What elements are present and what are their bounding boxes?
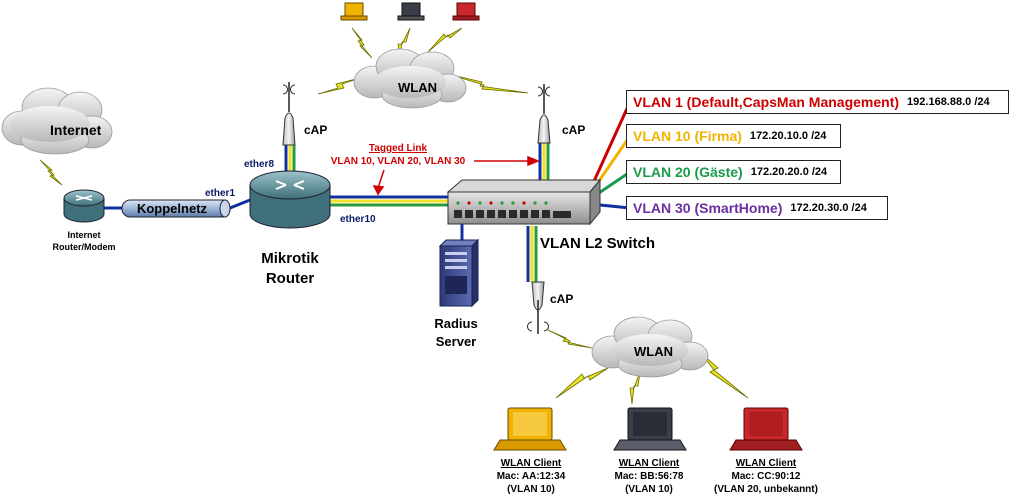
radius-server-icon	[438, 238, 480, 308]
modem-icon	[63, 189, 105, 223]
port-ether1-label: ether1	[205, 188, 235, 199]
cap-right-label: cAP	[562, 123, 585, 137]
client-2-title: WLAN Client	[619, 458, 680, 469]
cap-right-icon	[537, 84, 551, 144]
modem-label-line1: Internet	[67, 230, 100, 240]
switch-label: VLAN L2 Switch	[540, 235, 655, 252]
client-2-mac: Mac: BB:56:78	[615, 471, 684, 482]
vlan-10-box: VLAN 10 (Firma) 172.20.10.0 /24	[626, 124, 841, 148]
client-laptop-red-icon	[729, 407, 803, 451]
lightning-laptop1-wlan	[351, 27, 373, 59]
vlan-1-box: VLAN 1 (Default,CapsMan Management) 192.…	[626, 90, 1009, 114]
vlan-10-network: 172.20.10.0 /24	[749, 130, 827, 142]
router-icon	[249, 170, 331, 229]
cable-vlan1	[588, 101, 632, 191]
router-label-line2: Router	[266, 270, 314, 287]
wlan-cloud-bottom-icon	[591, 316, 709, 378]
vlan-1-network: 192.168.88.0 /24	[907, 96, 990, 108]
client-1-title: WLAN Client	[501, 458, 562, 469]
wlan-cloud-top-icon	[353, 48, 467, 109]
wlan-top-label: WLAN	[398, 80, 437, 95]
router-label-line1: Mikrotik	[261, 250, 319, 267]
client-2-vlan: (VLAN 10)	[625, 484, 673, 495]
lightning-wlan-cap-left	[317, 77, 361, 95]
trunk-switch-cap-right	[538, 143, 550, 183]
vlan-20-network: 172.20.20.0 /24	[750, 166, 828, 178]
wireless-links	[39, 27, 749, 405]
client-3-caption: WLAN Client Mac: CC:90:12 (VLAN 20, unbe…	[714, 458, 818, 495]
wlan-bottom-label: WLAN	[634, 344, 673, 359]
tagged-link-arrows	[372, 155, 541, 196]
lightning-cap-bottom-wlan	[547, 329, 593, 349]
vlan-30-name: VLAN 30 (SmartHome)	[633, 200, 783, 216]
tagged-link-vlans: VLAN 10, VLAN 20, VLAN 30	[331, 156, 466, 167]
koppelnetz-label: Koppelnetz	[137, 201, 208, 216]
cap-bottom-icon	[527, 281, 549, 334]
client-1-mac: Mac: AA:12:34	[497, 471, 566, 482]
modem-label-line2: Router/Modem	[53, 242, 116, 252]
vlan-30-network: 172.20.30.0 /24	[790, 202, 867, 214]
vlan-30-box: VLAN 30 (SmartHome) 172.20.30.0 /24	[626, 196, 888, 220]
laptop-top-gray-icon	[397, 2, 425, 21]
lightning-wlan-client3	[699, 351, 749, 399]
port-ether8-label: ether8	[244, 159, 274, 170]
cable-koppelnetz-router	[229, 198, 251, 210]
laptop-top-red-icon	[452, 2, 480, 21]
cap-left-icon	[282, 82, 296, 146]
switch-icon	[446, 178, 602, 226]
vlan-20-box: VLAN 20 (Gäste) 172.20.20.0 /24	[626, 160, 841, 184]
laptop-top-yellow-icon	[340, 2, 368, 21]
client-3-mac: Mac: CC:90:12	[732, 471, 801, 482]
lightning-laptop3-wlan	[427, 27, 463, 53]
trunk-router-switch	[330, 195, 462, 207]
radius-label-line2: Server	[436, 334, 476, 349]
cables	[100, 101, 632, 282]
vlan-1-name: VLAN 1 (Default,CapsMan Management)	[633, 94, 900, 110]
tagged-link-title: Tagged Link	[369, 143, 428, 154]
koppelnetz-tube-icon	[121, 199, 231, 218]
radius-label-line1: Radius	[434, 316, 477, 331]
cap-bottom-label: cAP	[550, 292, 573, 306]
lightning-wlan-client1	[555, 367, 609, 399]
client-3-title: WLAN Client	[736, 458, 797, 469]
client-1-caption: WLAN Client Mac: AA:12:34 (VLAN 10)	[497, 458, 566, 495]
client-2-caption: WLAN Client Mac: BB:56:78 (VLAN 10)	[615, 458, 684, 495]
internet-label: Internet	[50, 122, 102, 138]
cap-left-label: cAP	[304, 123, 327, 137]
lightning-wlan-client2	[629, 371, 641, 405]
client-1-vlan: (VLAN 10)	[507, 484, 555, 495]
lightning-wlan-cap-right	[447, 73, 529, 94]
vlan-10-name: VLAN 10 (Firma)	[633, 128, 742, 144]
trunk-switch-cap-bottom	[526, 226, 538, 282]
lightning-internet-modem	[39, 159, 63, 186]
client-3-vlan: (VLAN 20, unbekannt)	[714, 484, 818, 495]
client-laptop-yellow-icon	[493, 407, 567, 451]
port-ether10-label: ether10	[340, 214, 376, 225]
internet-cloud-icon	[1, 87, 113, 155]
client-laptop-gray-icon	[613, 407, 687, 451]
vlan-20-name: VLAN 20 (Gäste)	[633, 164, 743, 180]
